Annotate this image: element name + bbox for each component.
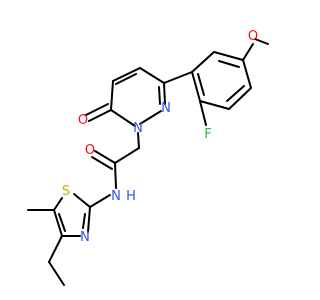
oxygen-atom-label: O (78, 113, 88, 128)
bond (137, 132, 140, 149)
nitrogen-atom-label: N (111, 189, 121, 204)
nitrogen-atom-label: N (80, 230, 90, 245)
bond (115, 73, 137, 85)
bond (112, 67, 141, 82)
bond (242, 59, 252, 89)
bond (254, 38, 269, 45)
bond (139, 110, 162, 125)
nitrogen-atom-label: N (133, 121, 143, 136)
molecule-svg: O F O N N O N H S N (27, 29, 269, 286)
bond (88, 109, 112, 122)
bond (87, 206, 91, 233)
bond (218, 60, 240, 68)
oxygen-atom-label: O (248, 29, 258, 44)
bond (158, 86, 161, 105)
bond (199, 100, 207, 126)
oxygen-atom-label: O (85, 143, 95, 158)
bond (163, 82, 166, 105)
bond (114, 162, 117, 189)
hydrogen-atom-label: H (126, 189, 136, 204)
atom-labels: O F O N N O N H S N (62, 29, 258, 245)
bond (85, 103, 109, 116)
fluorine-atom-label: F (204, 127, 211, 142)
bond (199, 100, 230, 110)
bond (58, 213, 66, 232)
bond (94, 150, 116, 164)
bond (110, 80, 114, 111)
bond (191, 71, 201, 102)
sulfur-atom-label: S (62, 184, 70, 199)
bond (73, 193, 91, 208)
bond (213, 51, 244, 61)
bond (139, 67, 165, 84)
bond (53, 209, 63, 237)
bond (48, 261, 65, 286)
bond (89, 194, 111, 208)
bond (114, 147, 140, 164)
bond (91, 156, 113, 170)
bond (82, 213, 86, 229)
bond (197, 73, 205, 96)
bond (48, 235, 63, 263)
nitrogen-atom-label: N (161, 101, 171, 116)
bond (228, 87, 252, 110)
bond (242, 43, 254, 61)
bonds (27, 38, 269, 286)
bond (163, 71, 193, 84)
bond (53, 197, 63, 211)
bond (110, 109, 136, 127)
bond (191, 51, 215, 73)
molecule-structure-diagram: O F O N N O N H S N (27, 29, 269, 286)
bond (226, 85, 245, 102)
